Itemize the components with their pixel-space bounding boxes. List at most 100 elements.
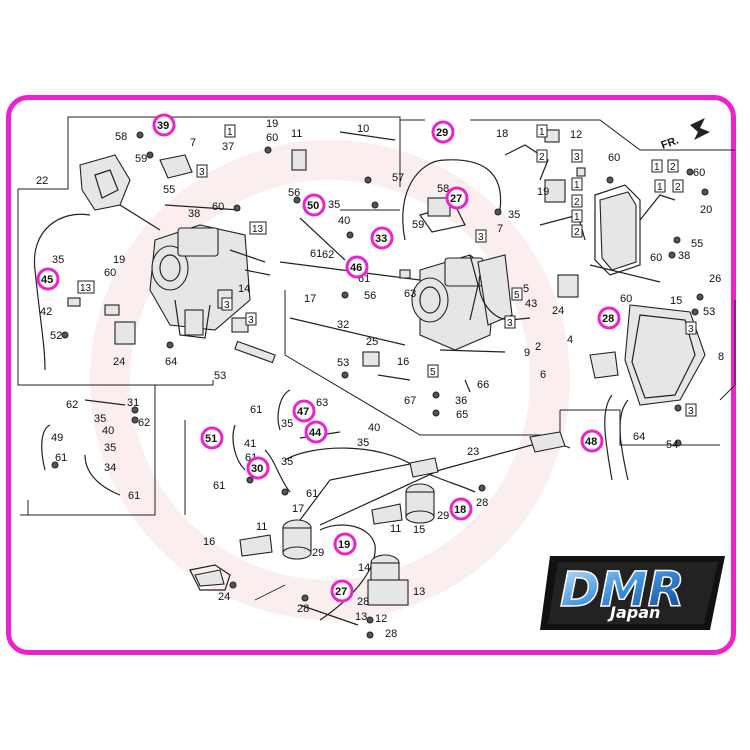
svg-text:61: 61 [306,488,318,500]
callout-44: 44 [304,420,328,444]
svg-text:53: 53 [337,357,349,369]
watermark [90,140,570,620]
svg-text:47: 47 [297,406,309,418]
svg-text:57: 57 [392,172,404,184]
svg-text:23: 23 [467,446,479,458]
svg-text:13: 13 [413,586,425,598]
svg-text:35: 35 [281,418,293,430]
front-direction-arrow: FR. [660,118,710,152]
svg-text:11: 11 [256,521,267,533]
svg-text:11: 11 [291,128,302,140]
svg-text:12: 12 [375,613,387,625]
svg-text:24: 24 [552,305,564,317]
svg-text:15: 15 [670,295,682,307]
svg-text:9: 9 [524,347,530,359]
svg-text:60: 60 [266,132,278,144]
svg-text:1: 1 [654,162,660,173]
logo-main-text: DMR [560,562,685,618]
boxed-labels: 1 3 13 1 2 3 1 2 1 2 1 2 1 2 3 3 3 3 13 … [77,124,697,417]
svg-text:45: 45 [41,274,53,286]
rods [279,131,661,626]
svg-text:62: 62 [322,249,334,261]
svg-text:28: 28 [297,603,309,615]
svg-text:61: 61 [55,452,67,464]
svg-text:63: 63 [404,288,416,300]
svg-text:32: 32 [337,319,349,331]
callout-29: 29 [431,120,455,144]
callout-46: 46 [345,255,369,279]
svg-text:31: 31 [127,397,139,409]
svg-text:62: 62 [66,399,78,411]
logo-sub-text: Japan [607,603,660,622]
callout-47: 47 [292,399,316,423]
callout-45: 45 [36,267,60,291]
svg-text:15: 15 [413,524,425,536]
svg-text:29: 29 [312,547,324,559]
svg-text:3: 3 [507,318,513,329]
svg-text:35: 35 [328,199,340,211]
svg-text:19: 19 [113,254,125,266]
svg-text:35: 35 [357,437,369,449]
svg-text:60: 60 [608,152,620,164]
svg-text:28: 28 [476,497,488,509]
svg-text:24: 24 [113,356,125,368]
svg-text:50: 50 [307,200,319,212]
callout-39: 39 [152,113,176,137]
svg-text:35: 35 [52,254,64,266]
svg-text:53: 53 [703,306,715,318]
svg-text:5: 5 [430,367,436,378]
svg-text:48: 48 [585,436,597,448]
svg-text:59: 59 [412,219,424,231]
callout-48: 48 [580,429,604,453]
svg-text:2: 2 [670,162,676,173]
svg-text:28: 28 [357,596,369,608]
svg-text:44: 44 [309,427,322,439]
svg-text:39: 39 [157,120,169,132]
svg-text:3: 3 [224,300,230,311]
svg-text:1: 1 [657,182,663,193]
svg-text:38: 38 [678,250,690,262]
part-number-labels: 58 59 7 37 19 60 11 10 22 55 56 38 35 40… [36,118,724,640]
svg-text:5: 5 [514,290,520,301]
svg-text:58: 58 [437,183,449,195]
hoses [33,159,629,621]
svg-text:1: 1 [574,180,580,191]
svg-text:28: 28 [385,628,397,640]
svg-text:61: 61 [310,248,322,260]
svg-text:24: 24 [218,591,230,603]
svg-text:11: 11 [390,523,401,535]
svg-text:40: 40 [338,215,350,227]
brand-logo: DMR Japan [540,556,725,630]
svg-text:1: 1 [539,127,545,138]
svg-text:37: 37 [222,141,234,153]
callout-33: 33 [370,226,394,250]
callout-19: 19 [333,532,357,556]
svg-text:42: 42 [40,306,52,318]
svg-text:35: 35 [281,456,293,468]
svg-text:8: 8 [718,351,724,363]
svg-text:41: 41 [244,438,256,450]
callout-51: 51 [200,426,224,450]
svg-text:35: 35 [104,442,116,454]
svg-text:51: 51 [205,433,217,445]
svg-text:13: 13 [80,283,92,294]
svg-text:26: 26 [709,273,721,285]
svg-text:14: 14 [358,562,370,574]
svg-text:28: 28 [602,313,614,325]
svg-text:36: 36 [455,395,467,407]
svg-text:19: 19 [338,539,350,551]
svg-text:1: 1 [227,127,233,138]
svg-text:6: 6 [540,369,546,381]
callout-30: 30 [246,456,270,480]
air-chamber [478,274,706,406]
svg-text:60: 60 [693,167,705,179]
svg-text:20: 20 [700,204,712,216]
svg-text:2: 2 [574,227,580,238]
svg-text:16: 16 [203,536,215,548]
svg-text:10: 10 [357,123,369,135]
group-outlines [17,116,736,516]
callout-28: 28 [597,306,621,330]
svg-text:58: 58 [115,131,127,143]
svg-text:19: 19 [537,186,549,198]
